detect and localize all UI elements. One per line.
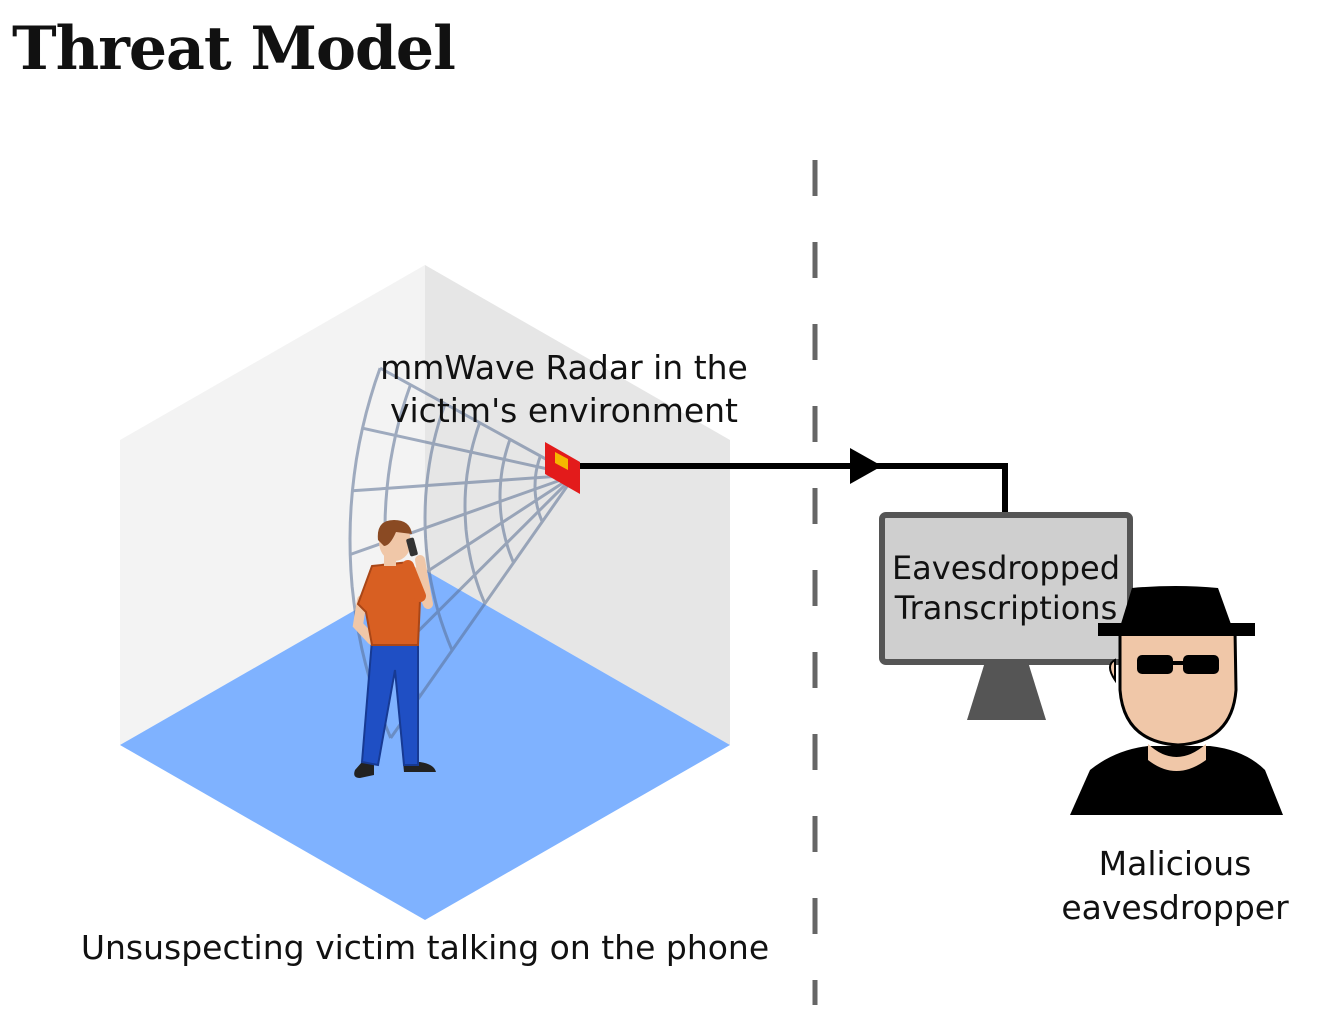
- radar-wave-ray: [362, 426, 576, 477]
- monitor-label: Eavesdropped Transcriptions: [884, 548, 1128, 628]
- radar-icon: [545, 442, 580, 494]
- radar-label-line-1: mmWave Radar in the: [380, 348, 748, 387]
- radar-label-line-2: victim's environment: [389, 391, 738, 430]
- radar-wave-ray: [379, 366, 576, 477]
- radar-label: mmWave Radar in the victim's environment: [330, 346, 798, 432]
- eavesdropper-icon: [1070, 586, 1283, 815]
- attacker-label: Malicious eavesdropper: [1030, 842, 1320, 930]
- left-wall: [120, 265, 425, 745]
- floor: [120, 570, 730, 920]
- data-flow-arrow: [580, 448, 1008, 514]
- monitor-icon: [879, 512, 1133, 720]
- room: [120, 265, 730, 920]
- person-on-phone-icon: [352, 520, 436, 778]
- monitor-label-line-2: Transcriptions: [894, 589, 1118, 627]
- victim-label: Unsuspecting victim talking on the phone: [80, 928, 770, 967]
- monitor-label-line-1: Eavesdropped: [891, 549, 1121, 587]
- attacker-label-line-2: eavesdropper: [1061, 888, 1289, 927]
- right-wall: [425, 265, 730, 745]
- attacker-label-line-1: Malicious: [1098, 844, 1252, 883]
- radar-wave-ray: [389, 474, 577, 739]
- page-title: Threat Model: [12, 14, 456, 84]
- radar-wave-ray: [352, 473, 576, 493]
